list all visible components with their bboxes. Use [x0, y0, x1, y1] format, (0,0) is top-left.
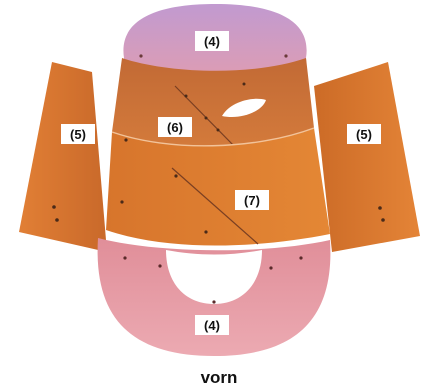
bottom-saddle-piece: (4) — [98, 238, 331, 356]
front-lower-piece: (7) — [106, 128, 330, 246]
right-cheek-piece: (5) — [314, 62, 420, 252]
right-cheek-label: (5) — [356, 127, 372, 142]
back-upper-piece: (6) — [112, 58, 314, 150]
top-saddle-label: (4) — [204, 34, 220, 49]
left-cheek-label: (5) — [70, 127, 86, 142]
front-caption: vorn — [201, 368, 238, 387]
back-upper-label: (6) — [167, 120, 183, 135]
bottom-saddle-label: (4) — [204, 318, 220, 333]
front-lower-label: (7) — [244, 193, 260, 208]
left-cheek-piece: (5) — [19, 62, 107, 252]
